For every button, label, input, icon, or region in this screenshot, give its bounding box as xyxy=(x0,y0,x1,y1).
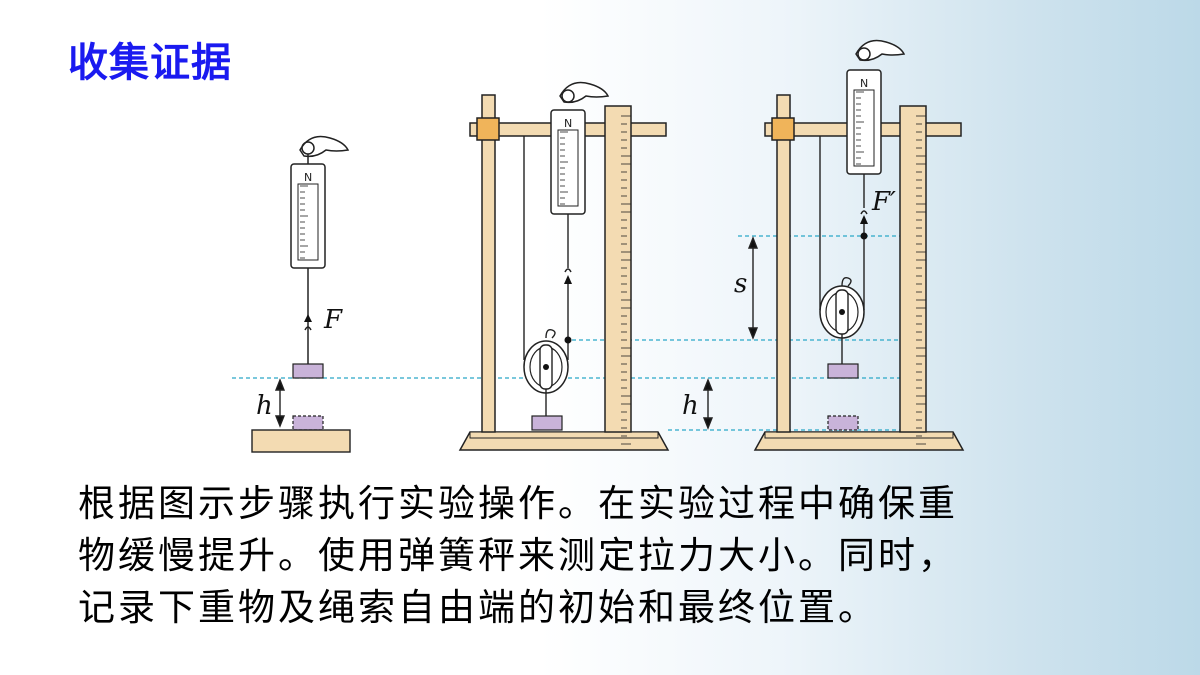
base-block-left xyxy=(251,429,351,453)
scale-unit-left: N xyxy=(304,171,312,184)
body-line-2: 物缓慢提升。使用弹簧秤来测定拉力大小。同时， xyxy=(78,534,958,577)
body-line-1: 根据图示步骤执行实验操作。在实验过程中确保重 xyxy=(78,482,958,525)
middle-setup: N xyxy=(458,81,670,451)
left-setup: N F h xyxy=(251,135,351,453)
slide-title: 收集证据 xyxy=(68,40,232,86)
weight-original-left xyxy=(292,415,324,431)
stand-pole-right xyxy=(776,94,791,433)
movable-pulley-right xyxy=(819,276,865,364)
force-label-left: F xyxy=(323,305,343,335)
scale-unit-right: N xyxy=(860,77,868,90)
distance-label-s: s xyxy=(734,269,747,299)
right-setup: N F′ s xyxy=(682,39,965,451)
hand-icon xyxy=(559,81,610,104)
height-label-left: h xyxy=(256,391,273,421)
movable-pulley-middle xyxy=(523,328,569,416)
body-line-3: 记录下重物及绳索自由端的初始和最终位置。 xyxy=(78,586,878,629)
hand-icon xyxy=(855,39,906,62)
scale-unit-middle: N xyxy=(564,117,572,130)
height-dimension-right xyxy=(702,378,714,430)
weight-original-right xyxy=(827,415,859,431)
weight-middle xyxy=(531,415,563,431)
dashed-reference-lines xyxy=(232,235,902,431)
force-label-right: F′ xyxy=(871,187,896,217)
ruler-middle xyxy=(604,105,632,433)
distance-dimension-s xyxy=(747,236,759,340)
height-label-right: h xyxy=(682,391,699,421)
stand-pole-middle xyxy=(481,94,496,433)
weight-lifted-right xyxy=(827,363,859,379)
experiment-diagram: N F h xyxy=(232,39,965,453)
weight-lifted-left xyxy=(292,363,324,379)
body-text: 根据图示步骤执行实验操作。在实验过程中确保重 物缓慢提升。使用弹簧秤来测定拉力大… xyxy=(78,478,1158,634)
ruler-right xyxy=(899,105,927,433)
height-dimension-left xyxy=(274,378,286,428)
